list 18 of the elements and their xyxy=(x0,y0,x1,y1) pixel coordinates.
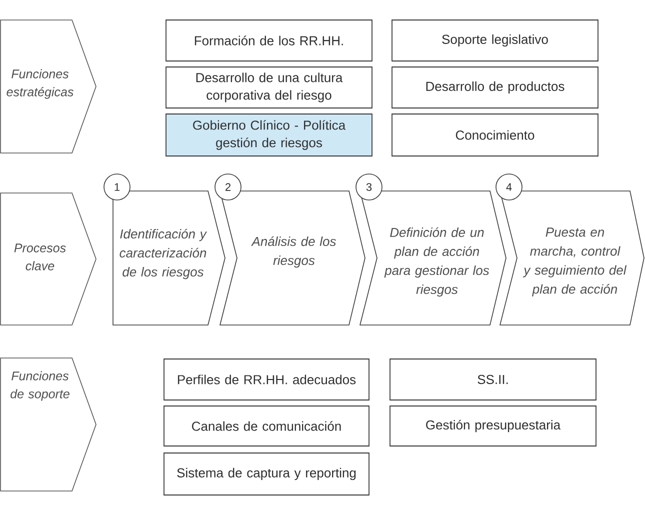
text-box: Conocimiento xyxy=(392,114,598,156)
text-box: Desarrollo de productos xyxy=(392,66,598,108)
process-chevron: Definición de un plan de acción para gestionar los riesgos xyxy=(360,190,506,326)
pentagon-header: Funciones de soporte xyxy=(0,358,96,492)
text-box: Sistema de captura y reporting xyxy=(164,452,370,496)
text-box: SS.II. xyxy=(390,358,596,400)
pentagon-header: Funciones estratégicas xyxy=(0,20,96,154)
process-chevron: Puesta en marcha, control y seguimiento del plan de acción xyxy=(499,190,644,326)
process-chevron: Identificación y caracterización de los riesgos xyxy=(112,190,226,326)
text-box: Gobierno Clínico - Política gestión de riesgos xyxy=(166,114,372,156)
text-box: Gestión presupuestaria xyxy=(390,406,596,446)
process-chevron: Análisis de los riesgos xyxy=(220,190,366,326)
text-box: Formación de los RR.HH. xyxy=(166,20,372,62)
text-box: Soporte legislativo xyxy=(392,20,598,62)
text-box: Perfiles de RR.HH. adecuados xyxy=(164,358,370,400)
text-box: Desarrollo de una cultura corporativa del riesgo xyxy=(166,66,372,108)
pentagon-header: Procesos clave xyxy=(0,192,96,326)
text-box: Canales de comunicación xyxy=(164,406,370,446)
